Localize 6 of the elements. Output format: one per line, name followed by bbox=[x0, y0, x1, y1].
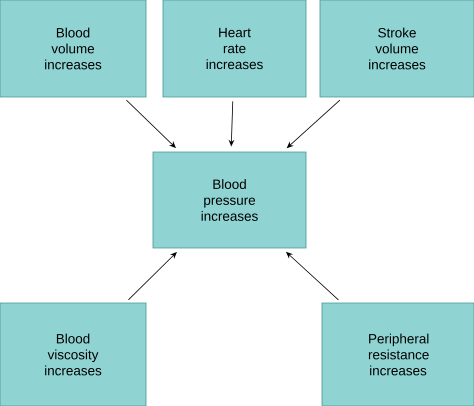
process-box: Stroke volume increases bbox=[320, 0, 474, 98]
process-box: Blood viscosity increases bbox=[0, 302, 146, 406]
process-box: Peripheral resistance increases bbox=[322, 302, 474, 406]
process-box: Blood pressure increases bbox=[152, 152, 306, 248]
process-box: Heart rate increases bbox=[162, 0, 306, 98]
process-box: Blood volume increases bbox=[0, 0, 146, 98]
